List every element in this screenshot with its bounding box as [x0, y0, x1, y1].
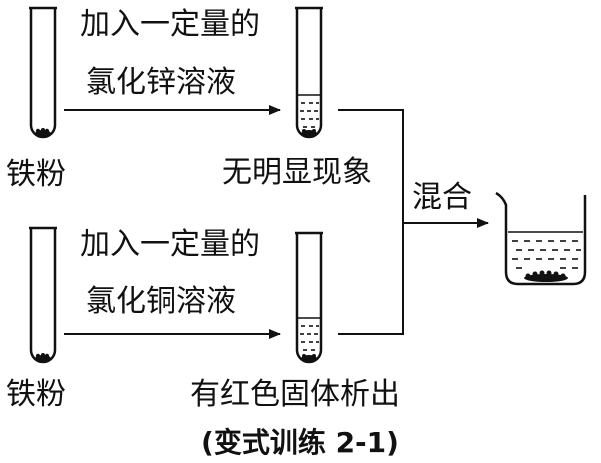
top-left-test-tube — [29, 6, 57, 139]
top-start-label: 铁粉 — [6, 157, 66, 192]
bottom-start-label: 铁粉 — [6, 377, 66, 412]
bottom-reagent-line2: 氯化铜溶液 — [86, 284, 236, 319]
top-right-test-tube — [295, 6, 323, 139]
bottom-solution — [298, 317, 320, 351]
bottom-tube-red-solid — [301, 354, 317, 363]
top-tube-iron-powder — [301, 129, 317, 138]
bottom-result-label: 有红色固体析出 — [190, 377, 400, 412]
figure-caption: (变式训练 2-1) — [201, 426, 399, 459]
beaker — [495, 191, 587, 286]
beaker-solution — [508, 231, 583, 269]
mix-label: 混合 — [412, 180, 472, 215]
mix-connector — [338, 109, 404, 335]
top-reagent-line2: 氯化锌溶液 — [86, 65, 236, 100]
top-iron-powder — [35, 128, 51, 138]
top-reagent-line1: 加入一定量的 — [80, 7, 260, 42]
beaker-solid-deposit — [524, 270, 568, 282]
bottom-iron-powder — [35, 353, 51, 363]
bottom-reagent-line1: 加入一定量的 — [80, 227, 260, 262]
top-result-label: 无明显现象 — [222, 155, 372, 190]
bottom-left-test-tube — [29, 226, 57, 364]
top-solution — [298, 94, 320, 128]
